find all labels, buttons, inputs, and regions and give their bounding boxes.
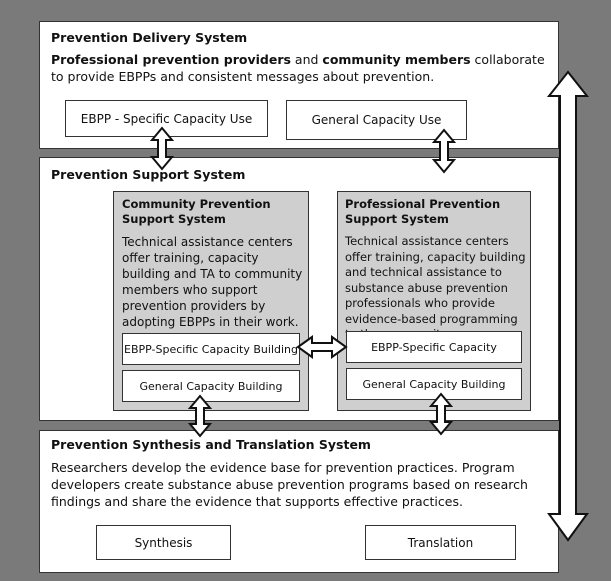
community-general-capacity-building-box: General Capacity Building bbox=[122, 370, 300, 402]
community-support-title: Community Prevention Support System bbox=[122, 197, 271, 226]
arrow-general-use-to-support bbox=[431, 128, 457, 174]
synthesis-system-description: Researchers develop the evidence base fo… bbox=[51, 460, 528, 509]
synthesis-system-title: Prevention Synthesis and Translation Sys… bbox=[51, 437, 371, 452]
delivery-desc-rest: collaborate to provide EBPPs and consist… bbox=[51, 52, 545, 84]
professional-general-capacity-building-box: General Capacity Building bbox=[346, 368, 522, 400]
ebpp-specific-capacity-use-box: EBPP - Specific Capacity Use bbox=[65, 100, 268, 137]
arrow-community-to-synthesis bbox=[187, 394, 213, 438]
general-capacity-use-box: General Capacity Use bbox=[286, 100, 467, 140]
delivery-system-title: Prevention Delivery System bbox=[51, 30, 248, 45]
arrow-delivery-specific-to-support bbox=[149, 126, 175, 171]
arrow-big-vertical bbox=[546, 70, 590, 542]
delivery-desc-bold-providers: Professional prevention providers bbox=[51, 52, 291, 67]
synthesis-box: Synthesis bbox=[96, 525, 231, 560]
ebpp-specific-capacity-box: EBPP-Specific Capacity bbox=[346, 331, 522, 363]
translation-box: Translation bbox=[365, 525, 516, 560]
arrow-professional-to-synthesis bbox=[428, 392, 454, 436]
delivery-desc-bold-community: community members bbox=[322, 52, 471, 67]
professional-support-title: Professional Prevention Support System bbox=[345, 197, 501, 226]
delivery-desc-mid: and bbox=[290, 52, 323, 67]
support-system-title: Prevention Support System bbox=[51, 167, 246, 182]
community-support-text: Technical assistance centers offer train… bbox=[122, 235, 303, 329]
arrow-community-to-professional bbox=[296, 335, 348, 359]
ebpp-specific-capacity-building-box: EBPP-Specific Capacity Building bbox=[122, 333, 300, 365]
delivery-system-description: Professional prevention providers and co… bbox=[51, 51, 556, 85]
